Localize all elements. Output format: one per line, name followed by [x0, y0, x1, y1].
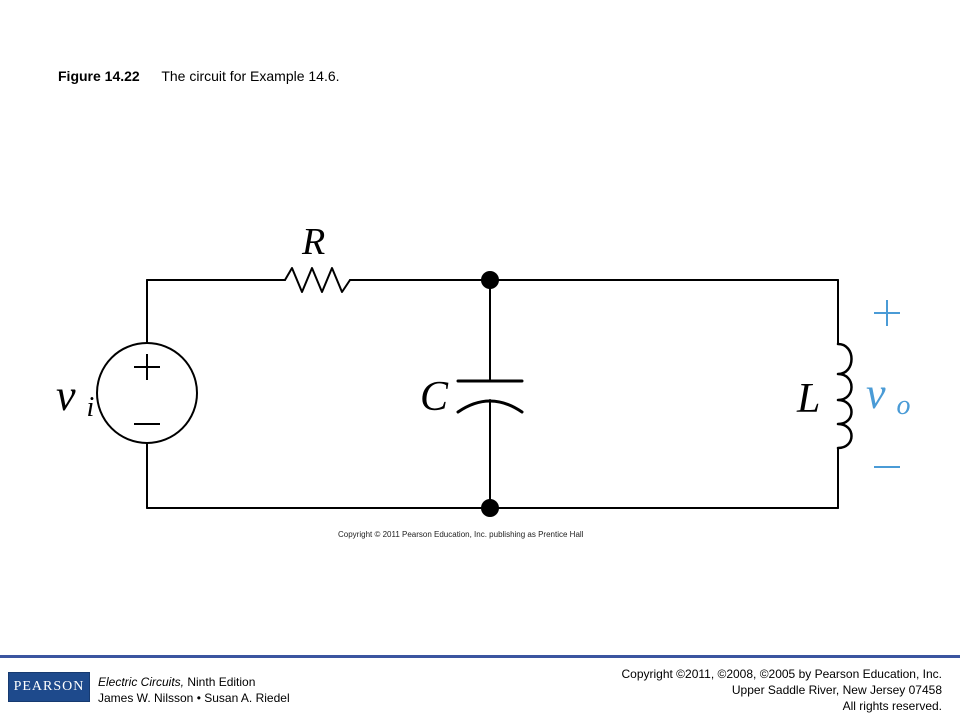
publisher-address: Upper Saddle River, New Jersey 07458 — [731, 683, 942, 697]
publisher-info: Copyright ©2011, ©2008, ©2005 by Pearson… — [621, 666, 942, 714]
book-info: Electric Circuits, Ninth Edition James W… — [98, 674, 290, 706]
voltage-source-circle — [96, 342, 198, 444]
book-authors: James W. Nilsson • Susan A. Riedel — [98, 691, 290, 705]
node-top — [481, 271, 499, 289]
output-plus-sign — [874, 300, 900, 326]
inductor-coil — [836, 342, 853, 450]
source-plus-sign — [134, 354, 160, 380]
output-label-sub: o — [897, 390, 911, 421]
source-label-main: v — [56, 371, 76, 420]
publisher-copyright: Copyright ©2011, ©2008, ©2005 by Pearson… — [621, 667, 942, 681]
output-label-main: v — [866, 369, 886, 418]
resistor-label: R — [301, 221, 325, 263]
book-title-line: Electric Circuits, Ninth Edition — [98, 674, 290, 690]
book-edition: Ninth Edition — [184, 675, 256, 689]
source-label-sub: i — [87, 392, 95, 423]
publisher-rights: All rights reserved. — [842, 699, 942, 713]
book-title: Electric Circuits, — [98, 675, 185, 689]
circuit-copyright: Copyright © 2011 Pearson Education, Inc.… — [338, 530, 584, 539]
capacitor-label: C — [420, 374, 449, 420]
pearson-logo: PEARSON — [8, 672, 90, 702]
figure-caption-text: The circuit for Example 14.6. — [161, 68, 340, 84]
source-label: v i — [56, 371, 94, 423]
pearson-logo-text: PEARSON — [13, 679, 85, 694]
circuit-diagram: R C L v i v o — [56, 221, 911, 517]
node-bottom — [481, 499, 499, 517]
inductor-label: L — [796, 376, 820, 422]
footer-rule — [0, 655, 960, 658]
figure-number: Figure 14.22 — [58, 68, 140, 84]
output-label: v o — [866, 369, 911, 421]
figure-caption: Figure 14.22 The circuit for Example 14.… — [58, 68, 340, 84]
resistor-symbol — [284, 267, 351, 293]
